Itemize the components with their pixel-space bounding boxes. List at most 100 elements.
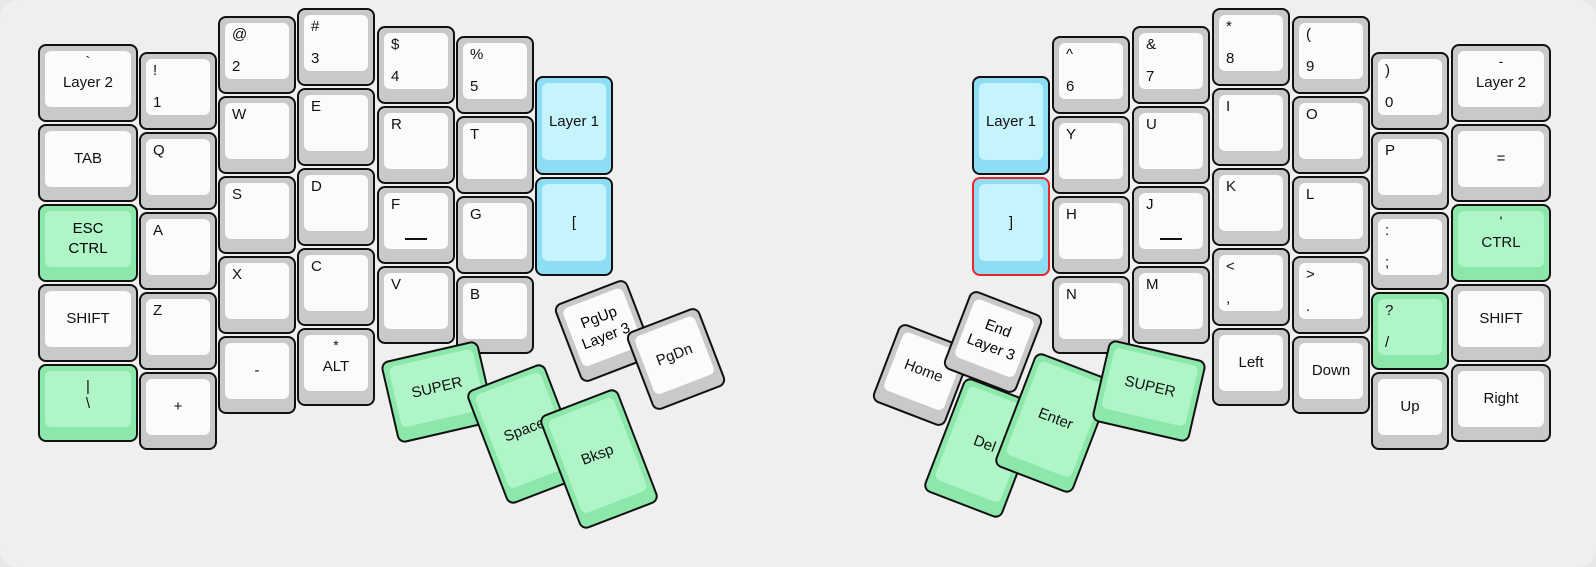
legend-base: ;	[1385, 254, 1390, 272]
legend-shift: @	[232, 26, 248, 43]
key-tab[interactable]: TAB	[38, 124, 138, 202]
key-layer1-right[interactable]: Layer 1	[972, 76, 1050, 175]
key-e[interactable]: E	[297, 88, 375, 166]
key-z[interactable]: Z	[139, 292, 217, 370]
legend-shift: )	[1385, 62, 1390, 79]
keycap-top: SHIFT	[45, 291, 131, 347]
legend-base: G	[470, 206, 482, 223]
keycap-top: K	[1219, 175, 1283, 231]
legend-center: Left	[1238, 354, 1264, 372]
legend-base: /	[1385, 334, 1390, 352]
key-minus[interactable]: -	[218, 336, 296, 414]
legend-shift: &	[1146, 36, 1157, 53]
legend-shift: !	[153, 62, 158, 79]
key-k[interactable]: K	[1212, 168, 1290, 246]
key-m[interactable]: M	[1132, 266, 1210, 344]
legend-center: [	[571, 213, 577, 231]
legend-shift: <	[1226, 258, 1235, 275]
key-s[interactable]: S	[218, 176, 296, 254]
key-down-arrow[interactable]: Down	[1292, 336, 1370, 414]
key-comma[interactable]: <,	[1212, 248, 1290, 326]
legend-center: Bksp	[578, 441, 617, 469]
keycap-top: Z	[146, 299, 210, 355]
key-6[interactable]: ^6	[1052, 36, 1130, 114]
legend-base: Z	[153, 302, 163, 319]
legend-center: Enter	[1035, 404, 1076, 434]
legend-base: O	[1306, 106, 1318, 123]
key-n[interactable]: N	[1052, 276, 1130, 354]
key-f[interactable]: F	[377, 186, 455, 264]
key-quote-ctrl[interactable]: 'CTRL	[1451, 204, 1551, 282]
key-9[interactable]: (9	[1292, 16, 1370, 94]
key-u[interactable]: U	[1132, 106, 1210, 184]
key-7[interactable]: &7	[1132, 26, 1210, 104]
key-grave-layer2[interactable]: `Layer 2	[38, 44, 138, 122]
key-c[interactable]: C	[297, 248, 375, 326]
key-l[interactable]: L	[1292, 176, 1370, 254]
key-5[interactable]: %5	[456, 36, 534, 114]
key-y[interactable]: Y	[1052, 116, 1130, 194]
keycap-top: Y	[1059, 123, 1123, 179]
key-1[interactable]: !1	[139, 52, 217, 130]
key-i[interactable]: I	[1212, 88, 1290, 166]
legend-base: ,	[1226, 290, 1231, 308]
key-2[interactable]: @2	[218, 16, 296, 94]
key-v[interactable]: V	[377, 266, 455, 344]
keycap-top: J	[1139, 193, 1203, 249]
key-x[interactable]: X	[218, 256, 296, 334]
key-3[interactable]: #3	[297, 8, 375, 86]
key-bracket-right[interactable]: ]	[972, 177, 1050, 276]
keycap-top: #3	[304, 15, 368, 71]
legend-base: M	[1146, 276, 1159, 293]
key-slash[interactable]: ?/	[1371, 292, 1449, 370]
key-plus[interactable]: +	[139, 372, 217, 450]
legend-base: .	[1306, 298, 1311, 316]
legend-center: Layer 2	[1475, 74, 1527, 92]
key-shift-right[interactable]: SHIFT	[1451, 284, 1551, 362]
key-j[interactable]: J	[1132, 186, 1210, 264]
key-left-arrow[interactable]: Left	[1212, 328, 1290, 406]
key-g[interactable]: G	[456, 196, 534, 274]
key-0[interactable]: )0	[1371, 52, 1449, 130]
key-period[interactable]: >.	[1292, 256, 1370, 334]
key-equal[interactable]: =	[1451, 124, 1551, 202]
key-d[interactable]: D	[297, 168, 375, 246]
key-bracket-left[interactable]: [	[535, 177, 613, 276]
key-right-arrow[interactable]: Right	[1451, 364, 1551, 442]
key-o[interactable]: O	[1292, 96, 1370, 174]
key-t[interactable]: T	[456, 116, 534, 194]
key-minus-layer2[interactable]: -Layer 2	[1451, 44, 1551, 122]
keycap-top: *ALT	[304, 335, 368, 391]
legend-shift: ?	[1385, 302, 1394, 319]
homing-bar	[405, 238, 427, 240]
legend-base: W	[232, 106, 247, 123]
key-semicolon[interactable]: :;	[1371, 212, 1449, 290]
key-w[interactable]: W	[218, 96, 296, 174]
key-shift-left[interactable]: SHIFT	[38, 284, 138, 362]
key-h[interactable]: H	[1052, 196, 1130, 274]
key-q[interactable]: Q	[139, 132, 217, 210]
key-super-right[interactable]: SUPER	[1090, 338, 1208, 444]
legend-base: H	[1066, 206, 1077, 223]
key-layer1-left[interactable]: Layer 1	[535, 76, 613, 175]
keycap-top: V	[384, 273, 448, 329]
keycap-top: >.	[1299, 263, 1363, 319]
key-4[interactable]: $4	[377, 26, 455, 104]
legend-shift: #	[311, 18, 320, 35]
legend-base: T	[470, 126, 480, 143]
key-asterisk-alt[interactable]: *ALT	[297, 328, 375, 406]
legend-center: -	[254, 362, 260, 380]
legend-base: 7	[1146, 68, 1155, 86]
key-r[interactable]: R	[377, 106, 455, 184]
keycap-top: <,	[1219, 255, 1283, 311]
legend-base: U	[1146, 116, 1157, 133]
key-8[interactable]: *8	[1212, 8, 1290, 86]
key-p[interactable]: P	[1371, 132, 1449, 210]
keycap-top: !1	[146, 59, 210, 115]
key-pipe-backslash[interactable]: |\	[38, 364, 138, 442]
key-up-arrow[interactable]: Up	[1371, 372, 1449, 450]
key-a[interactable]: A	[139, 212, 217, 290]
legend-base: Y	[1066, 126, 1077, 143]
